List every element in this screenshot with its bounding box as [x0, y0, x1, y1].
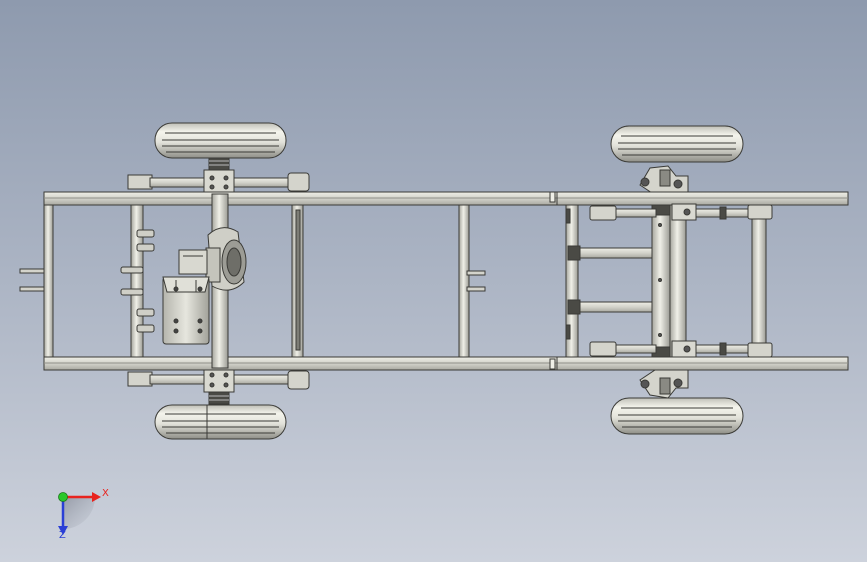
tire-rear-left [610, 125, 744, 163]
main-frame [19, 191, 849, 371]
drive-axle [205, 193, 247, 369]
view-orientation-triad-icon[interactable] [58, 492, 101, 535]
tire-front-left [154, 122, 287, 159]
front-suspension-bottom [127, 367, 310, 405]
tire-rear-right [610, 397, 744, 435]
front-brackets [120, 229, 155, 333]
rear-hub-bottom [639, 369, 689, 399]
rear-subframe [565, 203, 773, 358]
rear-hub-top [639, 165, 689, 196]
drive-motor [162, 249, 210, 345]
tire-front-right [154, 404, 287, 440]
front-suspension-top [127, 157, 310, 195]
triad-z-axis-label: Z [59, 530, 66, 541]
triad-x-axis-label: X [102, 488, 109, 499]
